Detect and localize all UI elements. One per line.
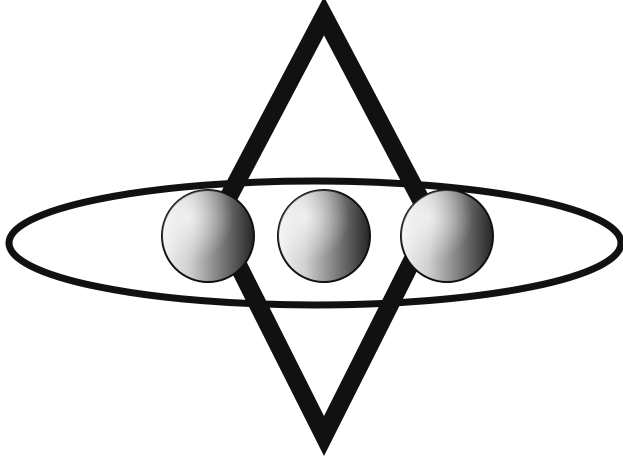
sphere-center <box>278 190 370 282</box>
sphere-right <box>401 190 493 282</box>
sphere-left <box>162 190 254 282</box>
